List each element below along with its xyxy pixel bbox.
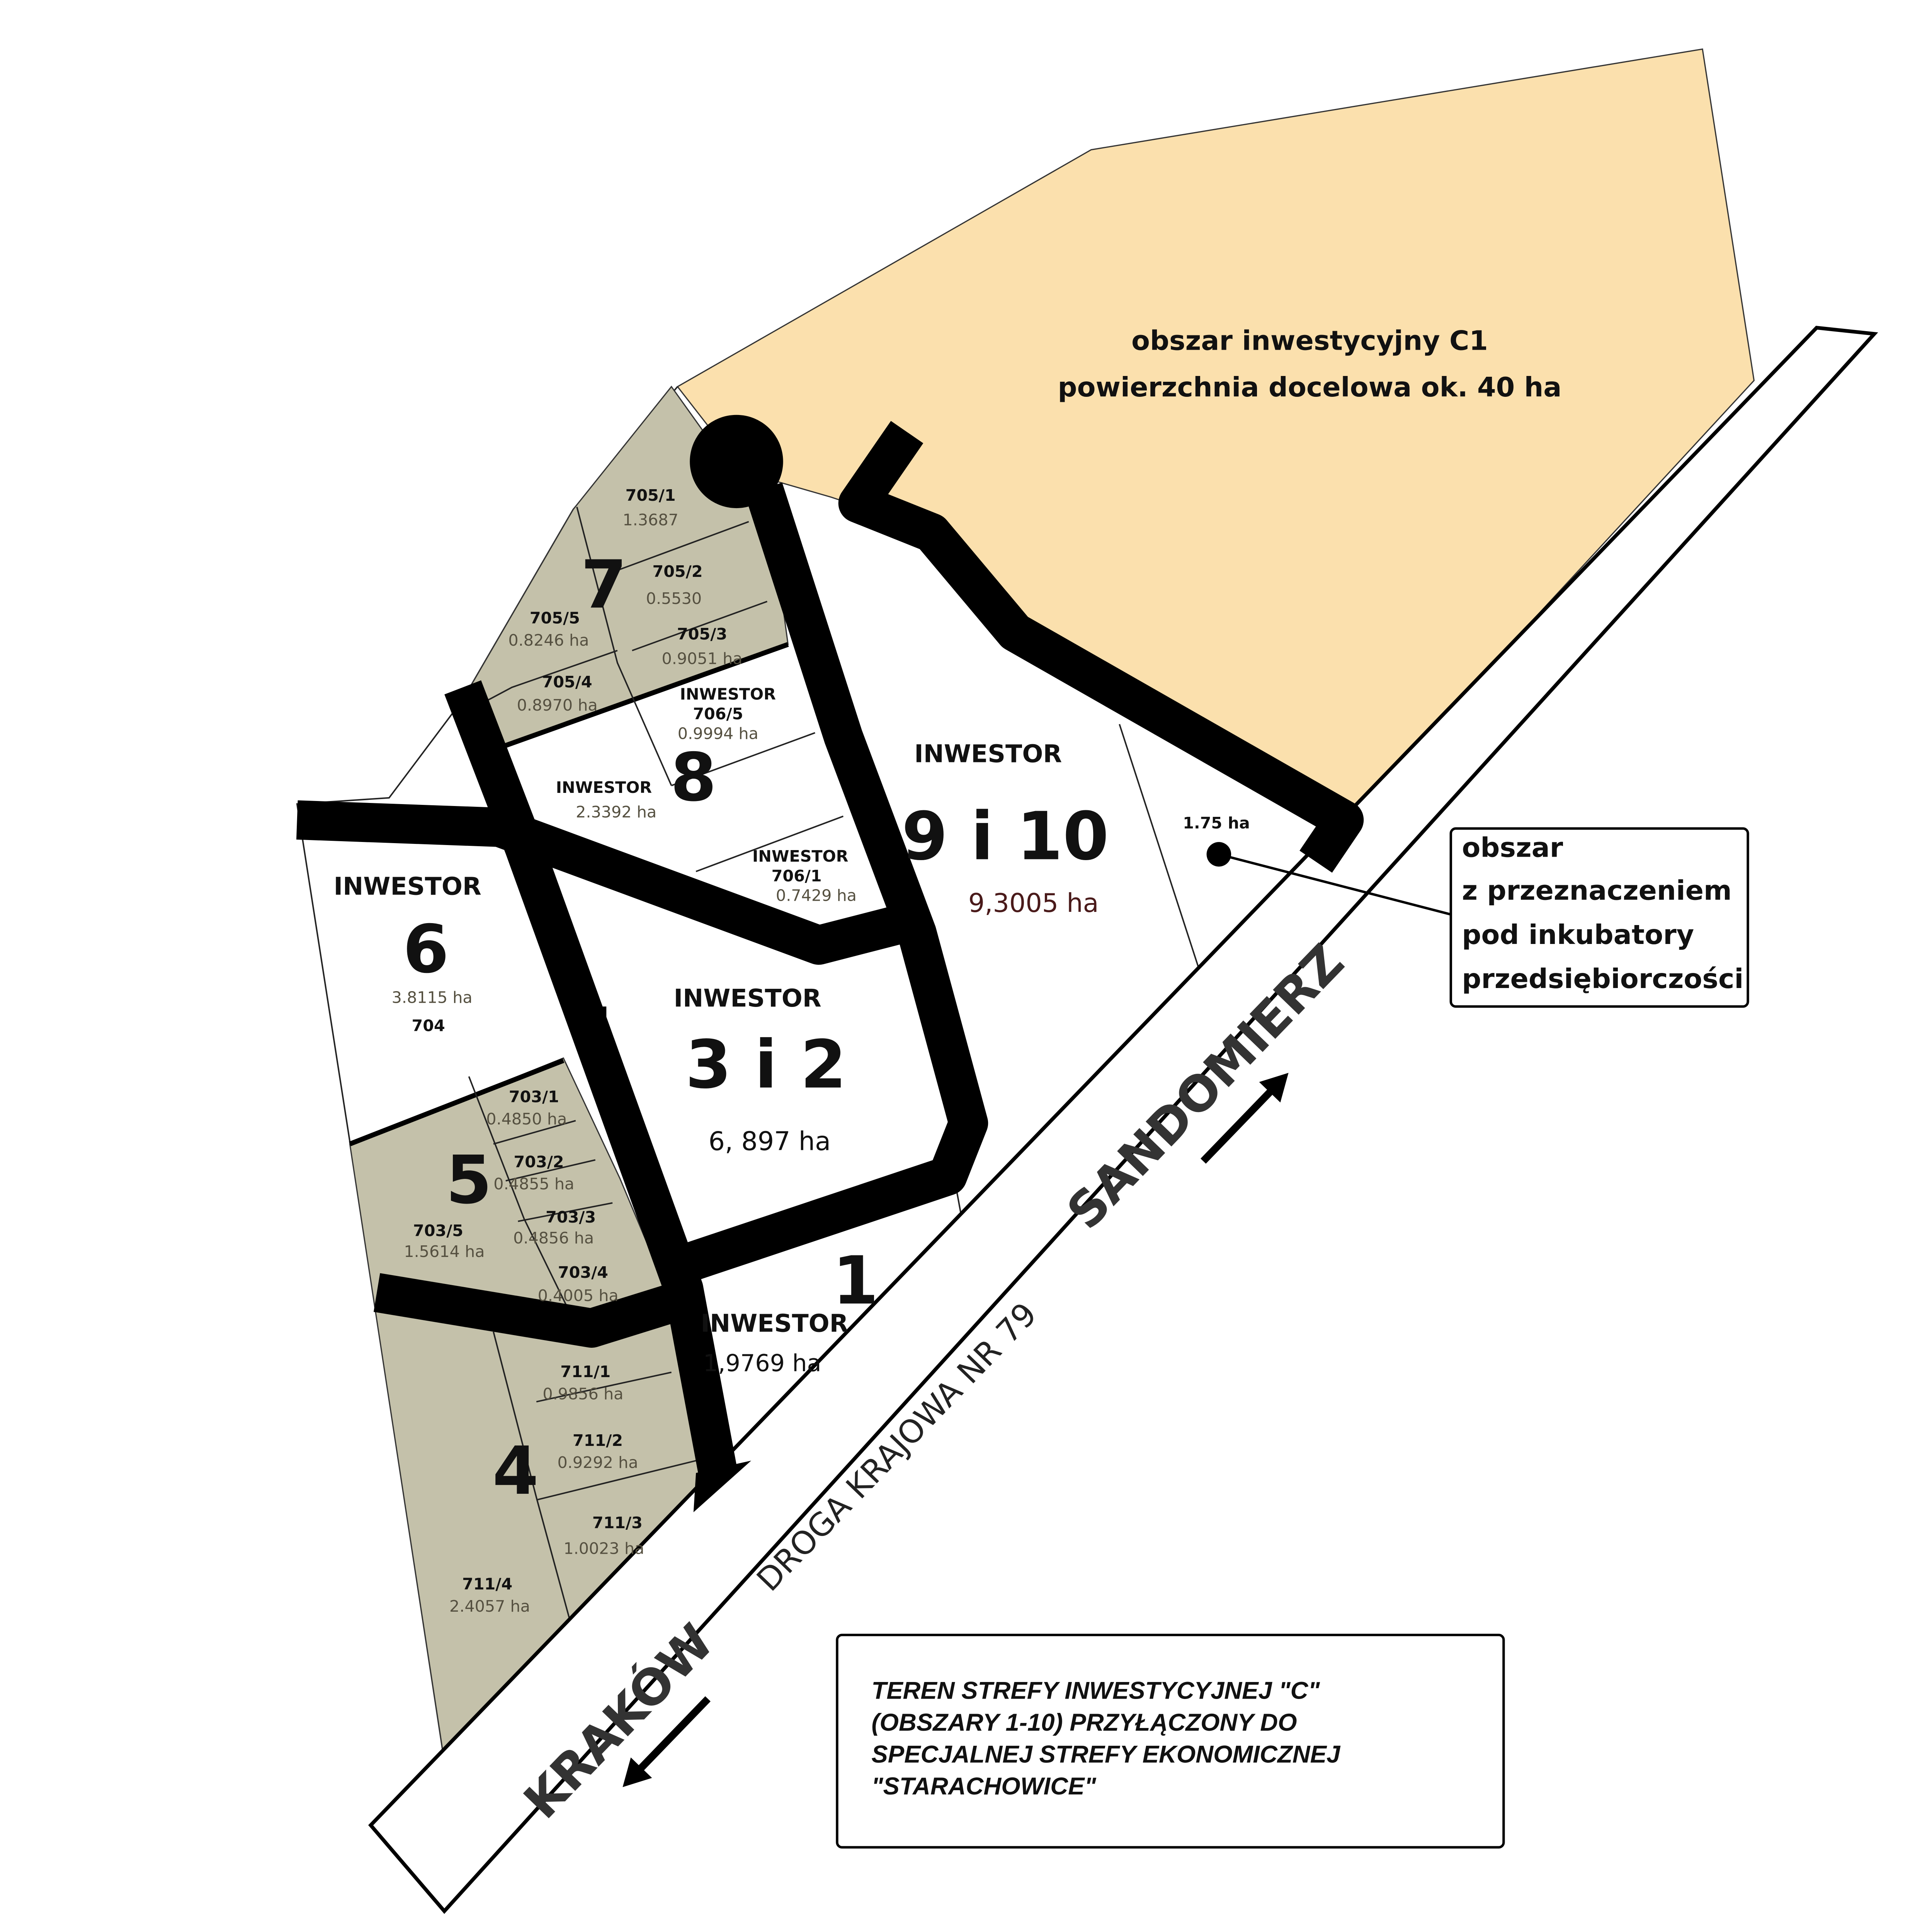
incubator-line: obszar <box>1462 832 1563 863</box>
zone-8-label: INWESTOR <box>556 778 652 797</box>
incubator-line: pod inkubatory <box>1462 919 1694 951</box>
parcel-id: 703/4 <box>558 1263 608 1282</box>
zone-8-area: 2.3392 ha <box>576 803 656 821</box>
zone-3-2-number: 3 i 2 <box>685 1026 847 1103</box>
parcel-id: 703/2 <box>514 1153 564 1171</box>
zone-9-10-label: INWESTOR <box>914 740 1062 768</box>
c1-label-line1: obszar inwestycyjny C1 <box>1131 325 1488 356</box>
parcel-area: 0.8970 ha <box>517 696 598 714</box>
parcel-area: 0.5530 <box>646 589 702 608</box>
internal-roads <box>296 421 1364 1512</box>
zone-6-border <box>349 1058 565 1146</box>
parcel-id: 705/3 <box>677 625 727 643</box>
zone-4-number: 4 <box>493 1433 539 1510</box>
roundabout <box>690 415 783 509</box>
parcel-id: 703/1 <box>509 1088 559 1106</box>
parcel-label: INWESTOR <box>752 847 848 866</box>
parcel-id: 705/4 <box>542 673 592 691</box>
c1-label-line2: powierzchnia docelowa ok. 40 ha <box>1058 372 1561 403</box>
parcel-area: 0.4855 ha <box>493 1175 574 1193</box>
parcel-dividers <box>468 507 1200 1633</box>
parcel-area: 0.9994 ha <box>678 724 759 743</box>
parcel-id: 711/4 <box>462 1575 512 1594</box>
parcel-area: 0.9856 ha <box>543 1384 623 1403</box>
zone-6-label: INWESTOR <box>334 872 481 901</box>
zone-3-2-label: INWESTOR <box>673 984 821 1012</box>
incubator-area: 1.75 ha <box>1183 814 1250 832</box>
zone-8-number: 8 <box>670 739 716 816</box>
parcel-id: 705/1 <box>626 486 676 505</box>
parcel-area: 1.5614 ha <box>404 1242 485 1261</box>
parcel-area: 0.4850 ha <box>486 1110 567 1128</box>
zone-9-10-area: 9,3005 ha <box>968 888 1099 918</box>
parcel-area: 0.9292 ha <box>557 1453 638 1472</box>
incubator-callout: obszar z przeznaczeniem pod inkubatory p… <box>1449 827 1749 1008</box>
incubator-line: z przeznaczeniem <box>1462 875 1731 906</box>
zone-5-number: 5 <box>446 1142 492 1219</box>
parcel-area: 1.0023 ha <box>563 1539 644 1558</box>
zone-3-2-area: 6, 897 ha <box>709 1126 831 1156</box>
parcel-id: 705/5 <box>530 609 580 628</box>
zone-1-label: INWESTOR <box>701 1309 848 1338</box>
parcel-id: 711/1 <box>560 1362 611 1381</box>
parcel-id: 703/3 <box>546 1208 596 1226</box>
parcel-id: 706/1 <box>772 867 822 885</box>
legend-line: "STARACHOWICE" <box>871 1772 1096 1800</box>
legend-line: (OBSZARY 1-10) PRZYŁĄCZONY DO <box>871 1709 1297 1736</box>
zone-6-area: 3.8115 ha <box>392 988 473 1007</box>
parcel-area: 0.7429 ha <box>776 886 857 905</box>
zone-7-border <box>489 642 789 754</box>
parcel-id: 705/2 <box>653 562 703 581</box>
zone-6-parcel-id: 704 <box>412 1016 445 1035</box>
arrow-up-right-icon <box>1201 1073 1289 1164</box>
parcel-area: 0.4005 ha <box>538 1286 619 1305</box>
incubator-line: przedsiębiorczości <box>1462 963 1743 995</box>
parcel-area: 0.4856 ha <box>513 1229 594 1247</box>
parcel-id: 706/5 <box>693 704 743 723</box>
parcel-area: 0.8246 ha <box>508 631 589 650</box>
parcel-area: 2.4057 ha <box>449 1597 530 1616</box>
parcel-area: 0.9051 ha <box>662 650 743 668</box>
zone-1-area: 1,9769 ha <box>703 1350 821 1377</box>
parcel-area: 1.3687 <box>622 511 678 529</box>
parcel-id: 711/2 <box>573 1431 623 1450</box>
legend-line: SPECJALNEJ STREFY EKONOMICZNEJ <box>871 1741 1341 1768</box>
legend-line: TEREN STREFY INWESTYCYJNEJ "C" <box>871 1677 1320 1704</box>
incubator-leader-line <box>1218 853 1451 916</box>
parcel-label: INWESTOR <box>680 685 776 704</box>
parcel-id: 711/3 <box>592 1514 643 1532</box>
arrow-down-left-icon <box>622 1696 711 1787</box>
parcel-id: 703/5 <box>413 1221 463 1240</box>
zone-6-number: 6 <box>403 911 449 988</box>
zone-1-number: 1 <box>832 1243 878 1320</box>
zone-7-number: 7 <box>581 546 627 623</box>
legend-box: TEREN STREFY INWESTYCYJNEJ "C" (OBSZARY … <box>836 1634 1505 1849</box>
zone-9-10-number: 9 i 10 <box>902 798 1109 875</box>
